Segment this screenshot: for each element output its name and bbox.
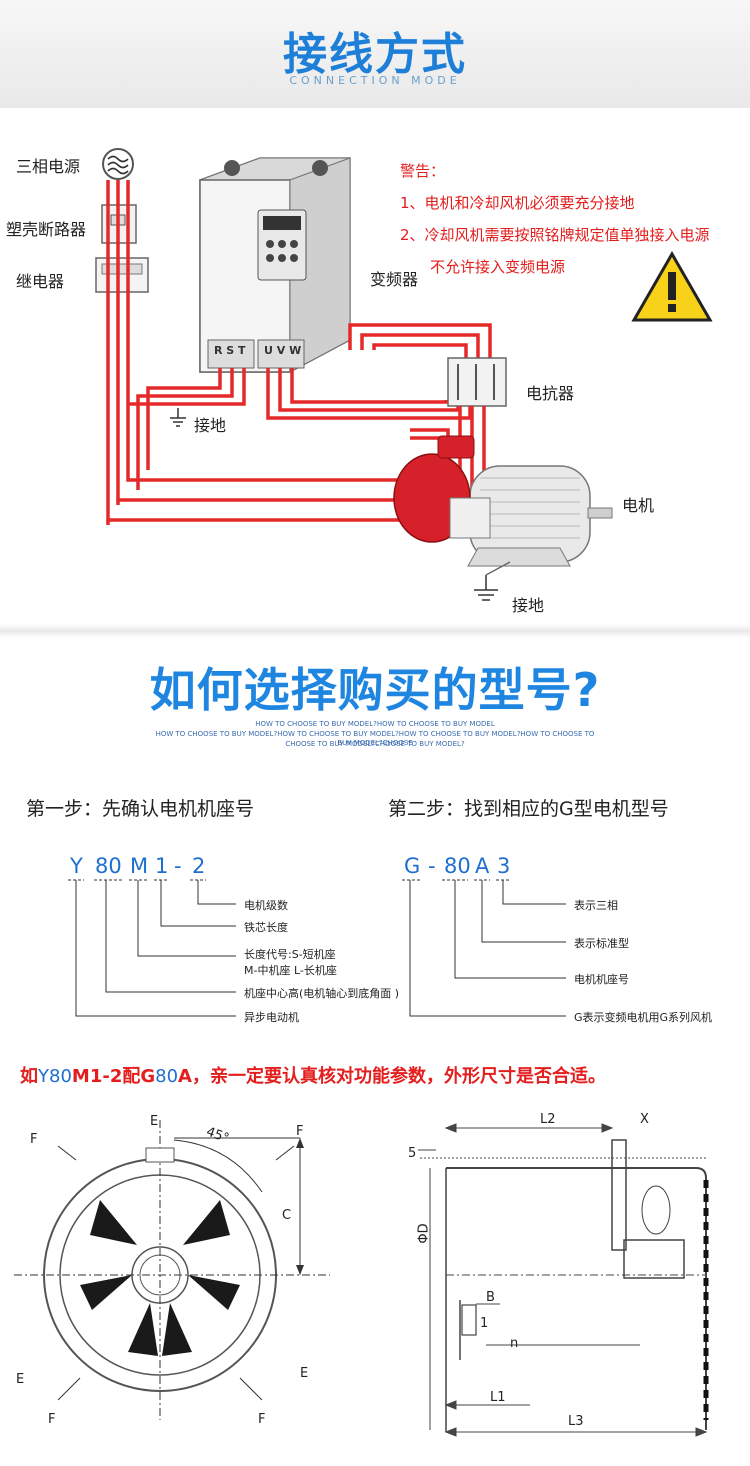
step1-annotation-height: 机座中心高(电机轴心到底角面 ): [244, 987, 400, 1000]
warning-line-3: 不允许接入变频电源: [430, 258, 566, 276]
code1-m: M: [130, 854, 149, 878]
reactor-icon: [447, 357, 507, 407]
select-subtitle-2: HOW TO CHOOSE TO BUY MODEL?HOW TO CHOOSE…: [155, 730, 595, 747]
note-part: M1-2配G: [71, 1066, 156, 1087]
inverter-icon: [199, 157, 351, 373]
step1-title: 第一步：先确认电机机座号: [26, 798, 255, 820]
wiring-title: 接线方式: [283, 29, 467, 80]
side-n: n: [510, 1336, 519, 1351]
output-terminals-label: U V W: [264, 344, 302, 357]
breaker-label: 塑壳断路器: [6, 220, 87, 239]
warning-line-2: 2、冷却风机需要按照铭牌规定值单独接入电源: [400, 226, 710, 244]
note-part: ，亲一定要认真核对功能参数，外形尺寸是否合适。: [191, 1066, 606, 1087]
note-part: 如: [20, 1066, 38, 1087]
note-part: A: [178, 1066, 192, 1087]
front-f-br: F: [258, 1412, 266, 1427]
inverter-label: 变频器: [370, 270, 419, 289]
note-part: Y80: [38, 1066, 72, 1087]
side-one: 1: [480, 1316, 489, 1331]
relay-icon: [95, 257, 149, 293]
ac-source-icon: [102, 148, 134, 180]
warning-icon: [631, 250, 713, 322]
ground-icon-2: [474, 561, 511, 601]
code2-a: A: [475, 854, 490, 878]
side-phi-d: ΦD: [416, 1223, 432, 1244]
side-l3: L3: [568, 1414, 584, 1429]
code2-80: 80: [444, 854, 471, 878]
front-e-top: E: [150, 1114, 159, 1129]
power-wires: [106, 180, 448, 525]
code2-dash: -: [428, 854, 436, 878]
power-label: 三相电源: [16, 157, 81, 176]
motor-label: 电机: [622, 496, 655, 515]
side-b: B: [486, 1290, 495, 1305]
section-divider: [0, 624, 750, 638]
select-subtitle-1: HOW TO CHOOSE TO BUY MODEL?HOW TO CHOOSE…: [255, 720, 495, 728]
select-subtitle-3: CHOOSE TO BUY MODEL?CHOOSE TO BUY MODEL?: [285, 740, 465, 748]
step2-title: 第二步：找到相应的G型电机型号: [388, 798, 669, 820]
inverter-input-wires: [128, 368, 246, 490]
selection-note: 如Y80M1-2配G80A，亲一定要认真核对功能参数，外形尺寸是否合适。: [20, 1062, 606, 1088]
front-e-left: E: [16, 1372, 25, 1387]
ground-label-1: 接地: [194, 416, 227, 435]
step1-annotation-pole: 电机级数: [244, 899, 288, 912]
note-part: 80: [155, 1066, 179, 1087]
step1-annotation-core: 铁芯长度: [244, 921, 288, 934]
step1-annotation-length-2: M-中机座 L-长机座: [244, 964, 337, 977]
code1-dash: -: [174, 854, 182, 878]
side-five: 5: [408, 1146, 417, 1161]
code1-y: Y: [70, 854, 83, 878]
warning-line-1: 1、电机和冷却风机必须要充分接地: [400, 194, 635, 212]
select-title: 如何选择购买的型号?: [149, 663, 601, 717]
code2-3: 3: [497, 854, 511, 878]
front-f-tl: F: [30, 1132, 38, 1147]
step1-annotation-length: 长度代号:S-短机座: [244, 948, 336, 961]
step1-annotation-async: 异步电动机: [244, 1011, 299, 1024]
step2-annotation-phase: 表示三相: [574, 899, 618, 912]
wiring-header-band: [0, 0, 750, 108]
code1-2: 2: [192, 854, 206, 878]
input-terminals-label: R S T: [214, 344, 246, 357]
side-l2: L2: [540, 1112, 556, 1127]
fan-side-view: [418, 1123, 709, 1437]
front-e-right: E: [300, 1366, 309, 1381]
reactor-label: 电抗器: [526, 384, 575, 403]
front-c: C: [282, 1208, 292, 1223]
fan-front-view: [14, 1120, 330, 1420]
front-f-tr: F: [296, 1124, 304, 1139]
step2-annotation-g: G表示变频电机用G系列风机: [574, 1011, 713, 1024]
motor-icon: [393, 435, 613, 567]
warning-title: 警告：: [400, 162, 446, 180]
ground-label-2: 接地: [512, 596, 545, 615]
code2-g: G: [404, 854, 421, 878]
wiring-subtitle: CONNECTION MODE: [289, 74, 461, 87]
relay-label: 继电器: [16, 272, 65, 291]
ground-icon-1: [170, 408, 186, 427]
side-l1: L1: [490, 1390, 506, 1405]
side-x: X: [640, 1112, 649, 1127]
front-f-bl: F: [48, 1412, 56, 1427]
code1-80: 80: [95, 854, 122, 878]
step2-annotation-standard: 表示标准型: [574, 937, 629, 950]
code1-1: 1: [155, 854, 169, 878]
step2-annotation-frame: 电机机座号: [574, 973, 629, 986]
